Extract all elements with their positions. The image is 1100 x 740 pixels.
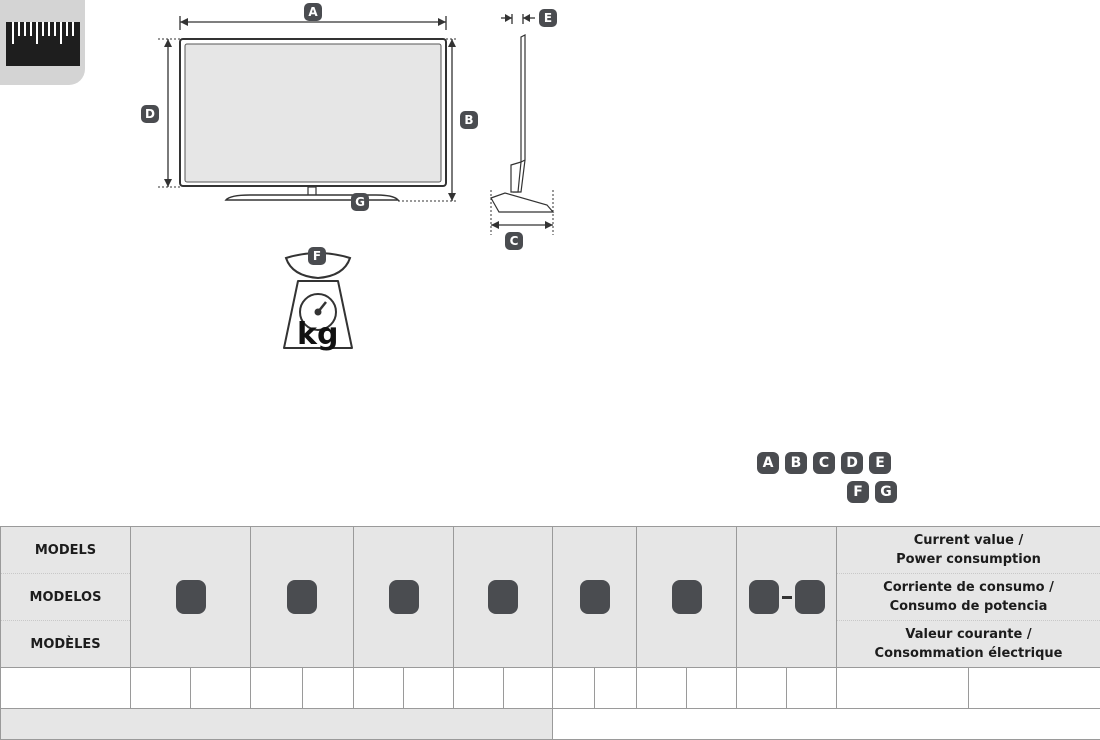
table-header-row: MODELS MODELOS MODÈLES Current value / P… [1, 527, 1100, 668]
table-value-row [1, 668, 1100, 709]
table-cell [454, 668, 504, 709]
ruler-tick [66, 22, 68, 36]
dimension-label-e: E [539, 9, 557, 27]
table-cell [303, 668, 354, 709]
model-code-placeholder [749, 580, 779, 614]
ruler-tick [54, 22, 56, 36]
models-label-fr: MODÈLES [1, 621, 130, 667]
model-code-placeholder [287, 580, 317, 614]
dimension-label-g: G [351, 193, 369, 211]
table-footer-shaded-cell [1, 709, 553, 740]
power-label-fr: Valeur courante / Consommation électriqu… [837, 621, 1100, 667]
weight-unit-label: kg [297, 318, 338, 352]
ruler-tick [36, 22, 38, 44]
dimension-label-d: D [141, 105, 159, 123]
model-spec-table: MODELS MODELOS MODÈLES Current value / P… [0, 526, 1100, 740]
ruler-tick [42, 22, 44, 36]
table-cell [354, 668, 404, 709]
model-code-placeholder [488, 580, 518, 614]
model-column-7 [737, 527, 837, 668]
tv-side-diagram [485, 0, 565, 240]
legend-badge-c: C [813, 452, 835, 474]
legend-badge-e: E [869, 452, 891, 474]
ruler-tick [60, 22, 62, 44]
table-cell [251, 668, 303, 709]
dimension-label-c: C [505, 232, 523, 250]
table-cell [1, 668, 131, 709]
range-dash [782, 596, 792, 599]
power-label-en-line-2: Power consumption [896, 550, 1041, 569]
table-footer-row [1, 709, 1100, 740]
model-column-1 [131, 527, 251, 668]
dimension-label-b: B [460, 111, 478, 129]
legend-badge-a: A [757, 452, 779, 474]
dimension-label-f: F [308, 247, 326, 265]
power-label-en-line-1: Current value / [914, 531, 1023, 550]
model-column-5 [553, 527, 637, 668]
models-label-en: MODELS [1, 527, 130, 574]
power-label-fr-line-1: Valeur courante / [905, 625, 1031, 644]
model-column-4 [454, 527, 553, 668]
power-label-en: Current value / Power consumption [837, 527, 1100, 574]
tv-front-diagram [140, 0, 500, 220]
dimension-label-a: A [304, 3, 322, 21]
ruler-tick [72, 22, 74, 36]
table-cell [595, 668, 637, 709]
power-label-es: Corriente de consumo / Consumo de potenc… [837, 574, 1100, 621]
models-label-cell: MODELS MODELOS MODÈLES [1, 527, 131, 668]
ruler-tick [24, 22, 26, 36]
model-code-placeholder [580, 580, 610, 614]
power-label-fr-line-2: Consommation électrique [875, 644, 1063, 663]
legend-badge-g: G [875, 481, 897, 503]
ruler-tick [18, 22, 20, 36]
model-column-2 [251, 527, 354, 668]
table-cell [553, 668, 595, 709]
power-label-es-line-1: Corriente de consumo / [883, 578, 1054, 597]
model-column-6 [637, 527, 737, 668]
table-cell [687, 668, 737, 709]
model-code-placeholder [795, 580, 825, 614]
table-cell [969, 668, 1100, 709]
ruler-tick [30, 22, 32, 36]
model-column-3 [354, 527, 454, 668]
ruler-tick [48, 22, 50, 36]
ruler-tick [12, 22, 14, 44]
power-consumption-label-cell: Current value / Power consumption Corrie… [837, 527, 1100, 668]
legend-badge-d: D [841, 452, 863, 474]
table-cell [404, 668, 454, 709]
power-label-es-line-2: Consumo de potencia [890, 597, 1048, 616]
table-cell [131, 668, 191, 709]
model-code-placeholder [672, 580, 702, 614]
legend-badge-f: F [847, 481, 869, 503]
legend-badge-b: B [785, 452, 807, 474]
table-cell [737, 668, 787, 709]
models-label-es: MODELOS [1, 574, 130, 621]
table-cell [837, 668, 969, 709]
model-code-placeholder [176, 580, 206, 614]
ruler-icon [0, 0, 85, 85]
dimension-legend-row-2: F G [847, 481, 897, 503]
table-cell [637, 668, 687, 709]
table-cell [191, 668, 251, 709]
dimension-legend-row-1: A B C D E [757, 452, 891, 474]
table-cell [504, 668, 553, 709]
table-cell [787, 668, 837, 709]
table-footer-cell [553, 709, 1100, 740]
model-code-placeholder [389, 580, 419, 614]
